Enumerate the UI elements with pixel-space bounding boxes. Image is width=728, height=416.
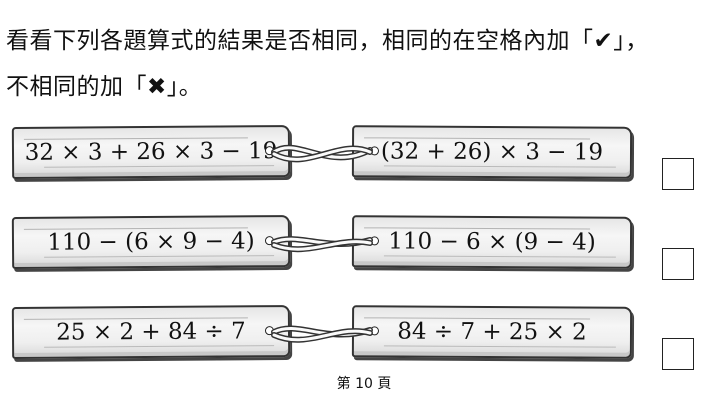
answer-checkbox-3[interactable] (662, 338, 694, 370)
rope-icon (271, 325, 373, 343)
left-expression: 25 × 2 + 84 ÷ 7 (56, 318, 246, 346)
rope-icon (271, 144, 373, 163)
left-expression: 32 × 3 + 26 × 3 − 19 (24, 138, 278, 166)
question-row-1: 32 × 3 + 26 × 3 − 19 (32 + 26) × 3 − 19 (0, 120, 728, 200)
right-expression: 84 ÷ 7 + 25 × 2 (397, 318, 587, 346)
left-expression: 110 − (6 × 9 − 4) (47, 228, 255, 256)
right-expression: (32 + 26) × 3 − 19 (380, 138, 604, 166)
answer-checkbox-2[interactable] (662, 248, 694, 280)
rope-icon (271, 236, 373, 253)
page-number: 第 10 頁 (336, 376, 392, 392)
right-expression-board: 110 − 6 × (9 − 4) (351, 215, 633, 269)
left-expression-board: 110 − (6 × 9 − 4) (11, 215, 291, 269)
right-expression-board: 84 ÷ 7 + 25 × 2 (351, 305, 633, 359)
answer-checkbox-1[interactable] (662, 158, 694, 190)
right-expression: 110 − 6 × (9 − 4) (388, 228, 596, 256)
left-expression-board: 32 × 3 + 26 × 3 − 19 (11, 125, 291, 179)
question-row-2: 110 − (6 × 9 − 4) 110 − 6 × (9 − 4) (0, 210, 728, 290)
left-expression-board: 25 × 2 + 84 ÷ 7 (11, 305, 291, 359)
instruction-line-1: 看看下列各題算式的結果是否相同，相同的在空格內加「✔」， (6, 28, 649, 54)
question-row-3: 25 × 2 + 84 ÷ 7 84 ÷ 7 + 25 × 2 (0, 300, 728, 380)
instruction-line-2: 不相同的加「✖」。 (6, 74, 203, 100)
right-expression-board: (32 + 26) × 3 − 19 (351, 125, 633, 179)
